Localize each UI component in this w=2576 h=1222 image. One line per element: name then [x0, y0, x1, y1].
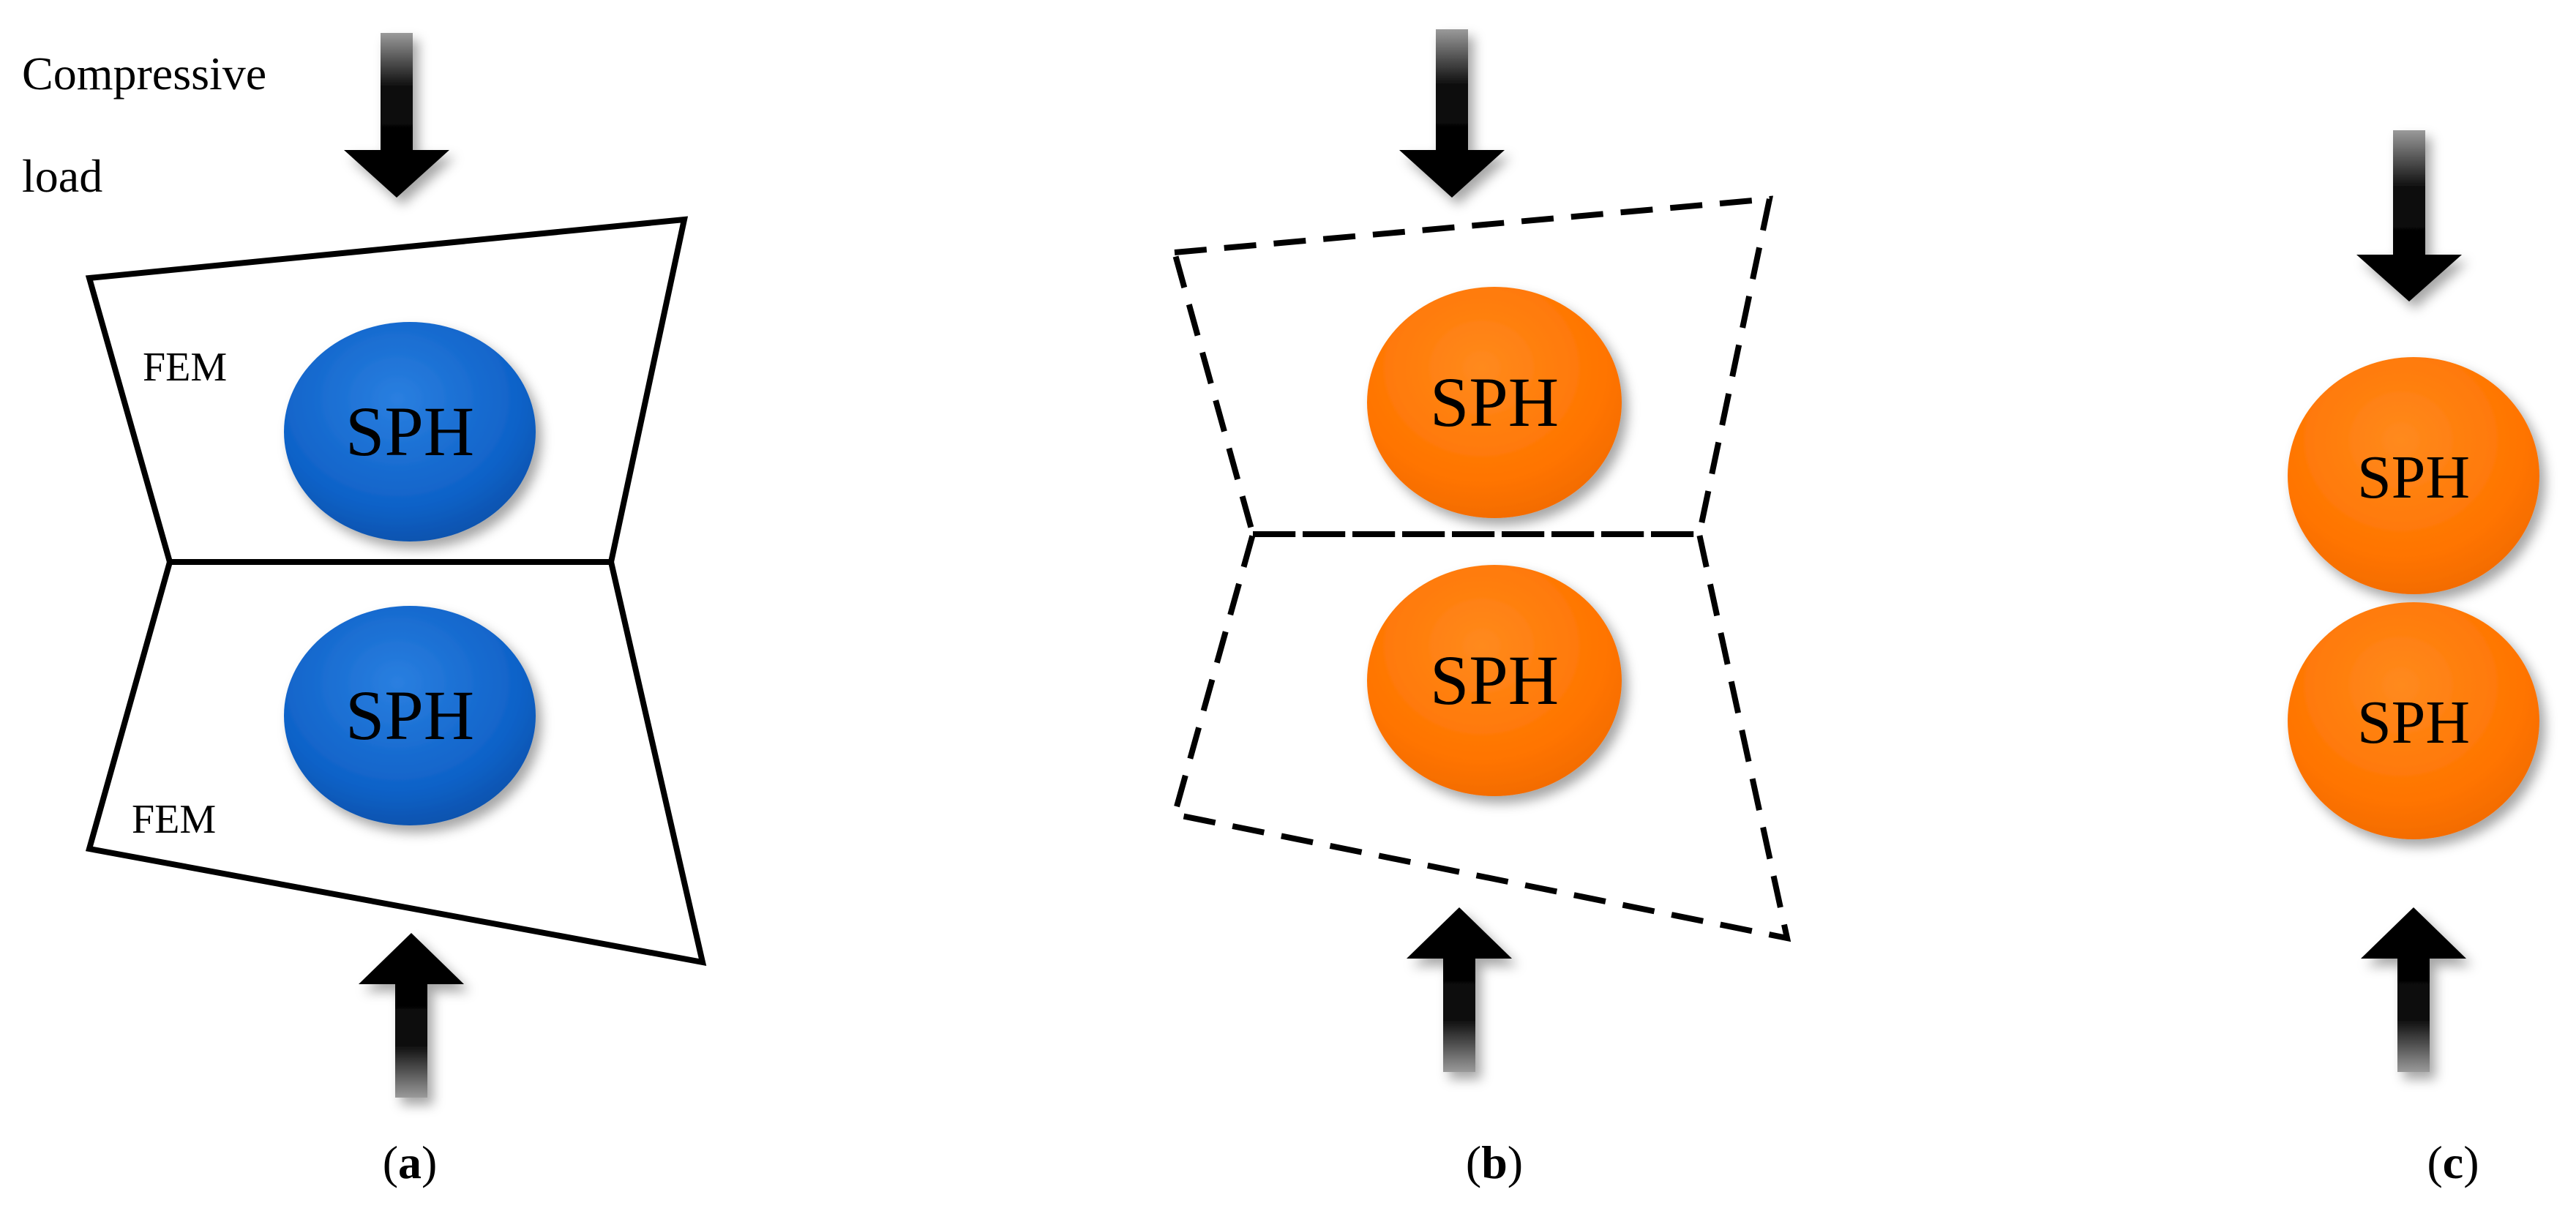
- down-arrow-icon: [344, 33, 449, 198]
- panel-b: SPH SPH (b): [1170, 29, 1791, 1188]
- sph-label-c-top: SPH: [2357, 443, 2470, 511]
- up-arrow-icon: [2361, 907, 2466, 1072]
- sph-particle-c-top: [2288, 357, 2539, 594]
- sph-particle-c-bottom: [2288, 602, 2539, 839]
- fem-element-bottom: [85, 559, 707, 967]
- down-arrow-icon: [2356, 130, 2462, 301]
- compressive-label-line1: Compressive: [22, 48, 266, 100]
- compressive-label-line2: load: [22, 150, 102, 202]
- up-arrow-icon: [359, 933, 464, 1098]
- fem-element-dashed: [1170, 195, 1791, 942]
- panel-a: Compressive load FEM FEM SPH SPH (a): [22, 33, 707, 1188]
- sph-particle-a-top: [284, 322, 536, 541]
- sph-label-c-bottom: SPH: [2357, 689, 2470, 757]
- sph-label-b-top: SPH: [1430, 363, 1559, 441]
- sph-particle-b-bottom: [1367, 565, 1622, 796]
- sph-particle-b-top: [1367, 287, 1622, 518]
- sph-label-b-bottom: SPH: [1430, 641, 1559, 719]
- sph-label-a-top: SPH: [345, 392, 474, 471]
- panel-c: SPH SPH (c): [2288, 130, 2539, 1188]
- down-arrow-icon: [1399, 29, 1505, 198]
- panel-a-caption: (a): [383, 1136, 438, 1188]
- panel-b-caption: (b): [1466, 1136, 1523, 1188]
- sph-particle-a-bottom: [284, 606, 536, 825]
- up-arrow-icon: [1407, 907, 1512, 1072]
- sph-label-a-bottom: SPH: [345, 676, 474, 754]
- fem-label-top: FEM: [143, 345, 227, 390]
- fem-label-bottom: FEM: [132, 797, 216, 842]
- panel-c-caption: (c): [2427, 1136, 2479, 1188]
